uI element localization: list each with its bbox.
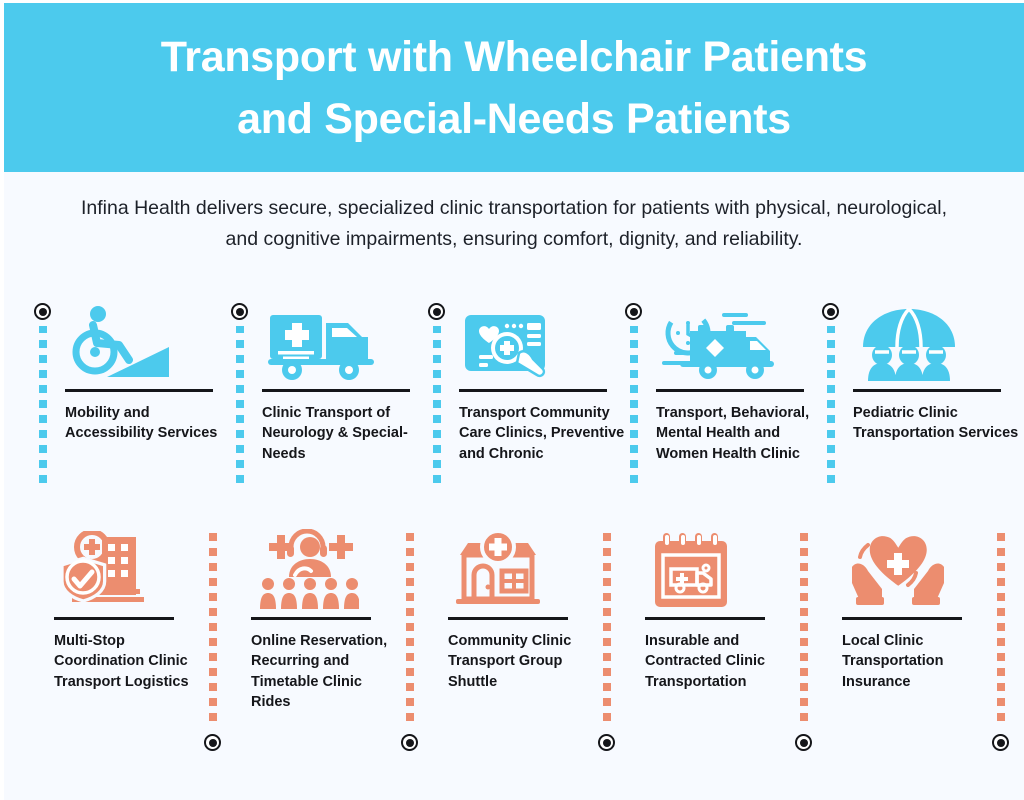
service-card-multistop-logistics[interactable]: Multi-Stop Coordination Clinic Transport… xyxy=(44,531,241,751)
page-title-line-1: Transport with Wheelchair Patients xyxy=(160,32,868,81)
service-card-label: Pediatric Clinic Transportation Services xyxy=(853,405,1019,442)
card-divider xyxy=(645,617,765,620)
rail-bullet-icon xyxy=(204,734,221,751)
connector-rail xyxy=(428,303,445,493)
service-card-label: Transport Community Care Clinics, Preven… xyxy=(459,405,625,462)
services-row-top: Mobility and Accessibility Services xyxy=(4,303,1024,493)
service-card-label: Community Clinic Transport Group Shuttle xyxy=(448,633,572,690)
service-card-label: Mobility and Accessibility Services xyxy=(65,405,218,442)
service-card-neurology-transport[interactable]: Clinic Transport of Neurology & Special-… xyxy=(231,303,431,493)
rail-dashes xyxy=(432,326,441,489)
rail-bullet-icon xyxy=(795,734,812,751)
rail-dashes xyxy=(405,533,414,728)
services-row-bottom: Multi-Stop Coordination Clinic Transport… xyxy=(4,529,1024,751)
umbrella-family-icon xyxy=(853,303,1020,381)
rail-dashes xyxy=(996,533,1005,728)
rail-bullet-icon xyxy=(231,303,248,320)
card-divider xyxy=(656,389,804,392)
subtitle-line-2: neurological, and cognitive impairments,… xyxy=(225,197,948,250)
clinic-building-icon xyxy=(448,531,590,609)
service-card-label: Insurable and Contracted Clinic Transpor… xyxy=(645,633,766,690)
service-card-behavioral-health[interactable]: Transport, Behavioral, Mental Health and… xyxy=(625,303,825,493)
service-card-mobility-accessibility[interactable]: Mobility and Accessibility Services xyxy=(34,303,234,493)
connector-rail xyxy=(231,303,248,493)
card-divider xyxy=(448,617,568,620)
call-agent-group-icon xyxy=(251,529,393,609)
connector-rail xyxy=(598,531,615,751)
service-card-insurable-contracted[interactable]: Insurable and Contracted Clinic Transpor… xyxy=(635,531,832,751)
card-divider xyxy=(459,389,607,392)
wheelchair-ramp-icon xyxy=(65,303,232,381)
connector-rail xyxy=(625,303,642,493)
service-card-label: Online Reservation, Recurring and Timeta… xyxy=(251,633,388,711)
card-divider xyxy=(54,617,174,620)
service-card-label: Multi-Stop Coordination Clinic Transport… xyxy=(54,633,189,690)
rail-bullet-icon xyxy=(401,734,418,751)
service-card-pediatric[interactable]: Pediatric Clinic Transportation Services xyxy=(822,303,1022,493)
rail-dashes xyxy=(629,326,638,489)
hospital-shield-check-icon xyxy=(54,531,196,609)
service-card-label: Transport, Behavioral, Mental Health and… xyxy=(656,405,810,462)
rail-dashes xyxy=(799,533,808,728)
rail-bullet-icon xyxy=(625,303,642,320)
rail-bullet-icon xyxy=(822,303,839,320)
page-title-line-2: and Special-Needs Patients xyxy=(237,94,791,143)
service-card-label: Local Clinic Transportation Insurance xyxy=(842,633,944,690)
rail-bullet-icon xyxy=(34,303,51,320)
connector-rail xyxy=(401,531,418,751)
card-divider xyxy=(251,617,371,620)
card-divider xyxy=(65,389,213,392)
calendar-ambulance-icon xyxy=(645,531,787,609)
rail-dashes xyxy=(235,326,244,489)
service-card-community-care[interactable]: Transport Community Care Clinics, Preven… xyxy=(428,303,628,493)
rail-dashes xyxy=(208,533,217,728)
subtitle-line-1: Infina Health delivers secure, specializ… xyxy=(80,197,832,219)
rail-dashes xyxy=(602,533,611,728)
connector-rail xyxy=(822,303,839,493)
connector-rail xyxy=(204,531,221,751)
connector-rail xyxy=(992,531,1009,751)
card-divider xyxy=(262,389,410,392)
card-divider xyxy=(853,389,1001,392)
rail-bullet-icon xyxy=(598,734,615,751)
telehealth-card-tap-icon xyxy=(459,303,626,381)
rail-dashes xyxy=(826,326,835,489)
rail-bullet-icon xyxy=(428,303,445,320)
medical-delivery-truck-icon xyxy=(262,303,429,381)
connector-rail xyxy=(795,531,812,751)
service-card-label: Clinic Transport of Neurology & Special-… xyxy=(262,405,408,462)
rail-bullet-icon xyxy=(992,734,1009,751)
service-card-transport-insurance[interactable]: Local Clinic Transportation Insurance xyxy=(832,531,1024,751)
connector-rail xyxy=(34,303,51,493)
service-card-online-reservation[interactable]: Online Reservation, Recurring and Timeta… xyxy=(241,529,438,751)
ambulance-clock-icon xyxy=(656,303,823,381)
subtitle: Infina Health delivers secure, specializ… xyxy=(64,193,964,255)
heart-in-hands-icon xyxy=(842,531,984,609)
rail-dashes xyxy=(38,326,47,489)
header-banner: Transport with Wheelchair Patients and S… xyxy=(4,3,1024,172)
card-divider xyxy=(842,617,962,620)
service-card-group-shuttle[interactable]: Community Clinic Transport Group Shuttle xyxy=(438,531,635,751)
